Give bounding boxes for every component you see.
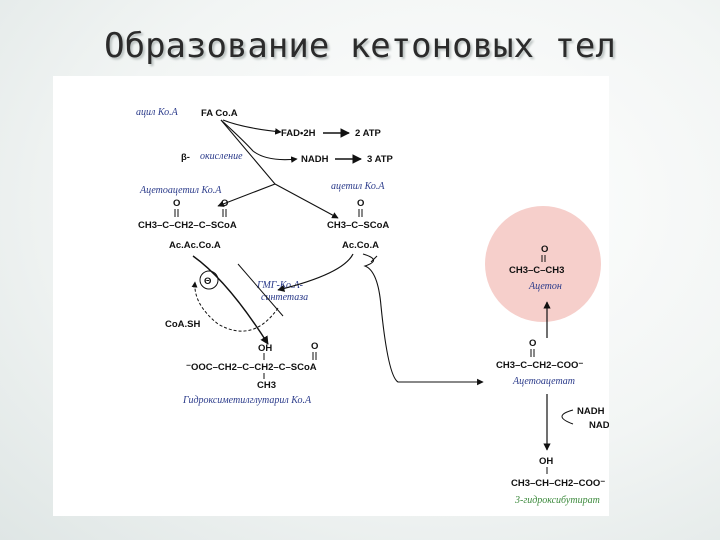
hb-oh: OH: [539, 456, 553, 467]
accoa-to-acetoacetate-arrow: [362, 253, 484, 386]
split-to-acetoacetyl-arrow: [217, 119, 276, 207]
slide-title: Образование кетоновых тел: [104, 26, 616, 66]
accoa-to-hmg-arrow: [277, 253, 354, 292]
acetone-name: Ацетон: [528, 281, 562, 292]
accoa-label: Ac.Co.A: [342, 240, 379, 251]
merge-line: [237, 263, 284, 317]
diagram-panel: ацил Ко.А FA Co.A FAD•2H 2 ATP β- окисле…: [53, 76, 609, 516]
acetyl-coa-formula: CH3–C–SCoA: [327, 220, 389, 231]
hydroxybutyrate-formula: CH3–CH–CH2–COO⁻: [511, 478, 605, 489]
acetyl-coa-handwritten: ацетил Ко.А: [331, 181, 385, 192]
fa-to-fadh2-arrow: [222, 119, 282, 135]
cofactor-curve: [561, 409, 574, 425]
acetoacetate-formula: CH3–C–CH2–COO⁻: [496, 360, 583, 371]
hmg-ch3: CH3: [257, 380, 276, 391]
nadh-label-2: NADH: [577, 406, 605, 417]
coash-label: CoA.SH: [165, 319, 201, 330]
acacoa-o-2: O: [221, 198, 228, 209]
hmg-o: O: [311, 341, 318, 352]
acetone-highlight: [485, 206, 601, 322]
oxidation-label: окисление: [200, 151, 243, 162]
beta-symbol: β-: [181, 152, 190, 163]
acetoacetate-o: O: [529, 338, 536, 349]
ketogenesis-diagram: ацил Ко.А FA Co.A FAD•2H 2 ATP β- окисле…: [136, 107, 609, 506]
arrow-tip-accoa: [370, 255, 378, 263]
nadplus-label: NAD+: [589, 420, 609, 431]
fadh2-label: FAD•2H: [281, 128, 316, 139]
hmg-synthase-2: синтетаза: [261, 292, 308, 303]
acetoacetate-name: Ацетоацетат: [512, 376, 575, 387]
fa-to-nadh-arrow: [220, 119, 298, 163]
fa-coa-label: FA Co.A: [201, 108, 238, 119]
nadh-label-1: NADH: [301, 154, 329, 165]
acyl-coa-handwritten: ацил Ко.А: [136, 107, 179, 118]
acetoacetyl-coa-handwritten: Ацетоацетил Ко.А: [139, 185, 222, 196]
acetone-o: O: [541, 244, 548, 255]
minus-symbol: Θ: [204, 276, 211, 287]
hmg-coa-formula: ⁻OOC–CH2–C–CH2–C–SCoA: [186, 362, 317, 373]
accoa-o: O: [357, 198, 364, 209]
acacoa-label: Ac.Ac.Co.A: [169, 240, 221, 251]
acacoa-to-hmg-arrow: [192, 255, 269, 345]
acetone-formula: CH3–C–CH3: [509, 265, 564, 276]
hmg-oh: OH: [258, 343, 272, 354]
inhibition-circle: [199, 270, 219, 290]
hmg-coa-name: Гидроксиметилглутарил Ко.А: [182, 395, 312, 406]
atp-2-label: 2 ATP: [355, 128, 382, 139]
hydroxybutyrate-name: 3-гидроксибутират: [514, 495, 600, 506]
split-to-acetyl-arrow: [274, 183, 339, 219]
acetoacetyl-coa-formula: CH3–C–CH2–C–SCoA: [138, 220, 237, 231]
acacoa-o-1: O: [173, 198, 180, 209]
atp-3-label: 3 ATP: [367, 154, 394, 165]
coash-feedback-arrow: [191, 281, 279, 332]
